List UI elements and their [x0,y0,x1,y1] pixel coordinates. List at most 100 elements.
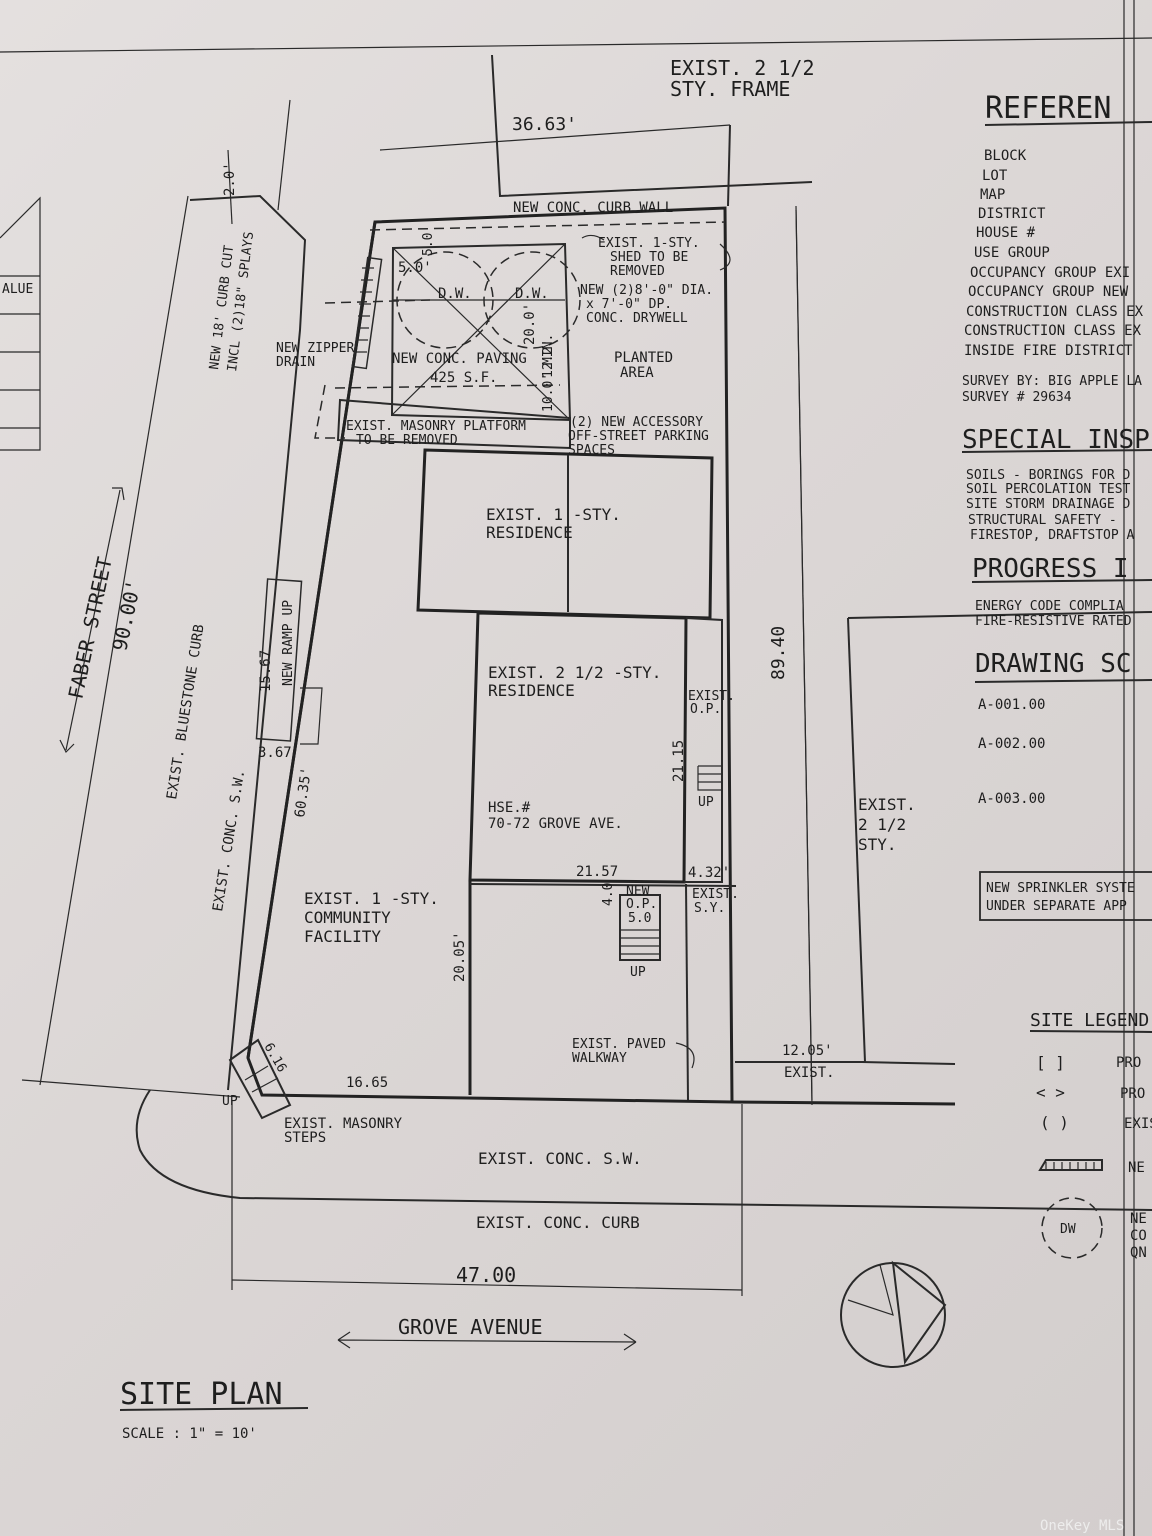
sprinkler-note-1: NEW SPRINKLER SYSTE [986,881,1135,896]
op-label-2: O.P. [690,702,721,717]
shed-label-3: REMOVED [610,264,665,279]
reference-row-block: BLOCK [984,148,1027,164]
house-number-label-1: HSE.# [488,800,531,816]
platform-label-2: TO BE REMOVED [356,433,458,448]
reference-row-district: DISTRICT [978,206,1046,222]
sprinkler-note-2: UNDER SEPARATE APP [986,899,1127,914]
drywell-note-1: NEW (2)8'-0" DIA. [580,283,713,298]
zipper-drain-label-1: NEW ZIPPER [276,341,354,356]
site-legend: SITE LEGEND [ ] PRO < > PRO ( ) EXIS NE … [1030,1010,1152,1261]
up-label-steps: UP [222,1094,238,1109]
residence-1sty-label-2: RESIDENCE [486,523,573,542]
bluestone-curb-label: EXIST. BLUESTONE CURB [164,623,207,800]
reference-row-const-1: CONSTRUCTION CLASS EX [966,304,1144,320]
parking-label-1: (2) NEW ACCESSORY [570,415,703,430]
special-row-3: SITE STORM DRAINAGE D [966,497,1131,512]
community-facility-label-2: COMMUNITY [304,908,391,927]
residence-1sty-label-1: EXIST. 1 -STY. [486,505,621,524]
dim-89-40: 89.40 [768,626,789,680]
legend-symbol-bracket: [ ] [1036,1053,1065,1072]
drywell-note-3: CONC. DRYWELL [586,311,688,326]
dim-21-57: 21.57 [576,864,618,880]
special-row-1: SOILS - BORINGS FOR D [966,468,1131,483]
drywell-label-a: D.W. [438,286,472,302]
survey-number: SURVEY # 29634 [962,390,1072,405]
shed-label-2: SHED TO BE [610,250,688,265]
dim-12-2: 12.2' [541,339,556,378]
community-facility-label-3: FACILITY [304,927,381,946]
walkway-label-1: EXIST. PAVED [572,1037,666,1052]
op-label-1: EXIST. [688,689,735,704]
progress-row-2: FIRE-RESISTIVE RATED [975,614,1132,629]
legend-item-2: PRO [1120,1086,1145,1102]
drywell-label-b: D.W. [515,286,549,302]
faber-length-label: 90.00' [107,577,145,653]
community-facility-label-1: EXIST. 1 -STY. [304,889,439,908]
watermark-text: OneKey MLS [1040,1518,1124,1534]
reference-row-const-2: CONSTRUCTION CLASS EX [964,323,1142,339]
legend-symbol-paren: ( ) [1040,1113,1069,1132]
special-inspection-heading: SPECIAL INSP [962,425,1150,455]
reference-row-occ-new: OCCUPANCY GROUP NEW [968,284,1129,300]
zipper-drain-label-2: DRAIN [276,355,315,370]
drawing-row-3: A-003.00 [978,791,1045,807]
drawing-row-2: A-002.00 [978,736,1045,752]
east-neighbor-label-2: 2 1/2 [858,815,906,834]
drywell-note-2: x 7'-0" DP. [586,297,672,312]
walkway-label-2: WALKWAY [572,1051,627,1066]
dim-4-32: 4.32' [688,865,730,881]
paving-label-1: NEW CONC. PAVING [392,351,527,367]
site-plan-title: SITE PLAN [120,1377,283,1412]
new-op-label-2: O.P. [626,897,657,912]
sidewalk-left-label: EXIST. CONC. S.W. [210,769,248,913]
paving-label-2: 425 S.F. [430,370,497,386]
curb-wall-label: NEW CONC. CURB WALL [513,200,673,216]
faber-street-label: FABER STREET [63,555,117,701]
legend-item-5-line3: QN [1130,1245,1147,1261]
grove-length-label: 47.00 [456,1263,516,1287]
dim-10-0-min: 10.0' MIN. [541,334,556,412]
ramp-label: NEW RAMP UP [281,600,296,686]
special-row-4: STRUCTURAL SAFETY - [968,513,1117,528]
dim-2-0: 2.0' [222,162,238,196]
east-neighbor-label-1: EXIST. [858,795,916,814]
legend-item-1: PRO [1116,1055,1141,1071]
dim-6-16: 6.16 [261,1041,290,1076]
drawing-row-1: A-001.00 [978,697,1045,713]
north-neighbor-label-1: EXIST. 2 1/2 [670,56,815,80]
progress-heading: PROGRESS I [972,554,1129,584]
reference-row-house: HOUSE # [976,225,1036,241]
planted-area-label-2: AREA [620,365,654,381]
legend-dw-symbol: DW [1060,1222,1076,1237]
dim-12-05: 12.05' [782,1043,833,1059]
dim-16-65: 16.65 [346,1075,388,1091]
sy-label-2: S.Y. [694,901,725,916]
shed-label-1: EXIST. 1-STY. [598,236,700,251]
dim-21-15: 21.15 [671,740,687,782]
curb-bottom-label: EXIST. CONC. CURB [476,1213,640,1232]
reference-row-use-group: USE GROUP [974,245,1050,261]
reference-heading: REFEREN [985,91,1111,126]
dim-36-63: 36.63' [512,114,577,135]
platform-label-1: EXIST. MASONRY PLATFORM [346,419,526,434]
legend-item-5: NE [1130,1211,1147,1227]
steps-label-2: STEPS [284,1130,326,1146]
dim-5-0-a: 5.0 [421,233,436,256]
left-table-fragment: ALUE [2,282,33,297]
drawing-schedule-heading: DRAWING SC [975,649,1132,679]
dim-3-67: 3.67 [258,745,292,761]
legend-item-4: NE [1128,1160,1145,1176]
parking-label-2: OFF-STREET PARKING [568,429,709,444]
residence-25sty-label-1: EXIST. 2 1/2 -STY. [488,663,661,682]
reference-row-lot: LOT [982,168,1008,184]
up-label-op: UP [698,795,714,810]
exist-small-label: EXIST. [784,1065,835,1081]
reference-row-occ-exist: OCCUPANCY GROUP EXI [970,265,1130,281]
legend-item-3: EXIS [1124,1116,1152,1132]
progress-row-1: ENERGY CODE COMPLIA [975,599,1124,614]
dim-5-0-b: 5.0' [398,260,432,276]
north-neighbor-label-2: STY. FRAME [670,77,790,101]
